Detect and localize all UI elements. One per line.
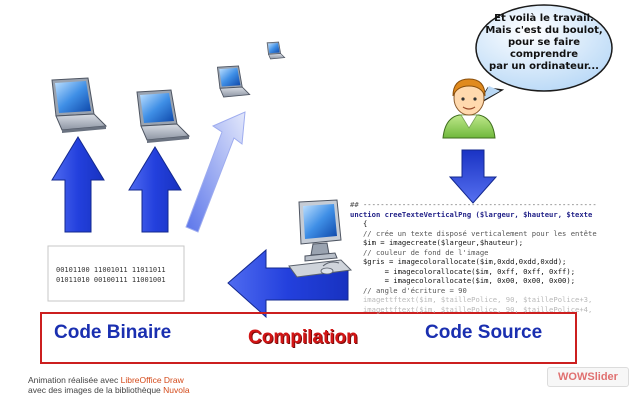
code-line: { bbox=[350, 219, 368, 228]
code-line: // angle d'écriture = 90 bbox=[350, 285, 467, 295]
arrow-up-faded bbox=[185, 111, 246, 233]
laptop-icon bbox=[216, 65, 251, 98]
source-code-listing: ## -------------------------------------… bbox=[350, 200, 640, 340]
label-binary-code: Code Binaire bbox=[54, 322, 172, 343]
credit-link-libreoffice: LibreOffice Draw bbox=[120, 375, 184, 385]
code-line: // couleur de fond de l'image bbox=[350, 247, 489, 257]
code-line: = imagecolorallocate($im, 0x00, 0x00, 0x… bbox=[350, 276, 576, 285]
person-icon bbox=[442, 78, 496, 139]
code-line: // crée un texte disposé verticalement p… bbox=[350, 228, 597, 238]
binary-box bbox=[47, 245, 185, 302]
label-source-code: Code Source bbox=[425, 322, 543, 343]
laptop-icon bbox=[51, 77, 108, 133]
label-frame bbox=[40, 312, 577, 364]
speech-bubble-text: Et voilà le travail. Mais c'est du boulo… bbox=[485, 13, 603, 72]
wowslider-watermark[interactable]: WOWSlider bbox=[547, 367, 629, 387]
code-line: imagettftext($im, $taillePolice, 90, $ta… bbox=[350, 295, 593, 304]
arrow-down bbox=[448, 149, 498, 204]
code-line: = imagecolorallocate($im, 0xff, 0xff, 0x… bbox=[350, 266, 576, 276]
code-line: unction creeTexteVerticalPng ($largeur, … bbox=[350, 209, 593, 219]
label-compilation: Compilation bbox=[248, 327, 358, 348]
credits-text: Animation réalisée avec LibreOffice Draw… bbox=[28, 375, 190, 395]
code-line: ## -------------------------------------… bbox=[350, 200, 597, 209]
laptop-icon bbox=[136, 89, 191, 143]
desktop-computer-icon bbox=[288, 199, 353, 278]
arrow-up-2 bbox=[128, 146, 182, 233]
arrow-left bbox=[227, 248, 349, 319]
credit-link-nuvola: Nuvola bbox=[163, 385, 190, 395]
code-line: imagettftext($im, $taillePolice, 90, $ta… bbox=[350, 304, 593, 314]
binary-code: 00101100 11001011 11011011 01011010 0010… bbox=[56, 266, 166, 284]
arrow-up-1 bbox=[51, 136, 105, 233]
code-line: $im = imagecreate($largeur,$hauteur); bbox=[350, 238, 524, 247]
laptop-icon bbox=[266, 41, 286, 60]
code-line: $gris = imagecolorallocate($im,0xdd,0xdd… bbox=[350, 257, 567, 266]
